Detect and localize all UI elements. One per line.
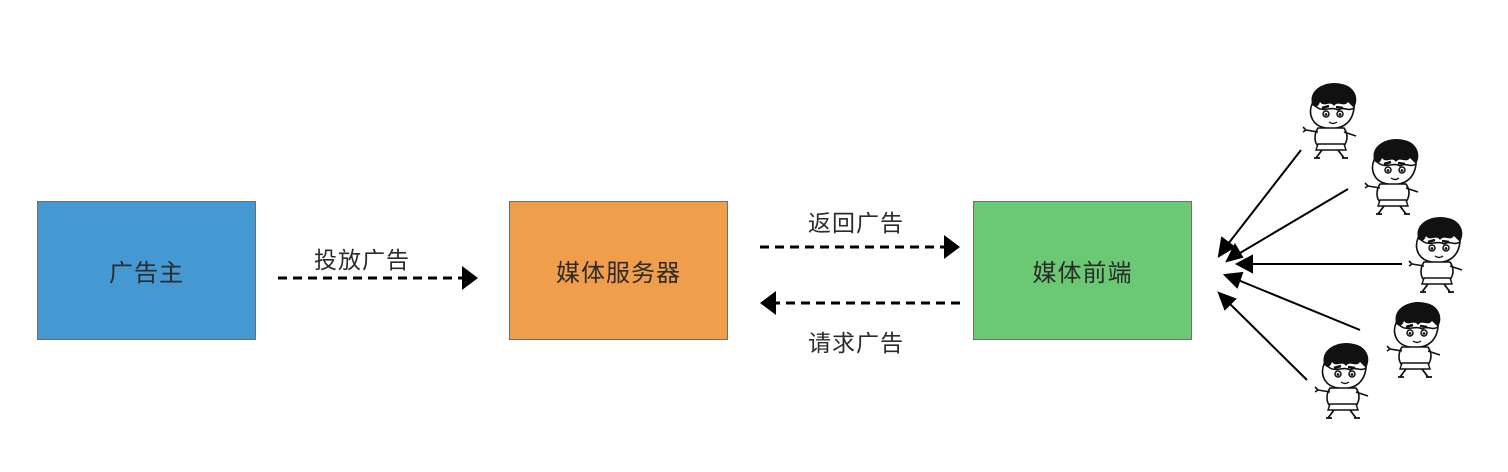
return-ad-arrow [760, 235, 960, 259]
cartoon-boy-running-icon [1301, 81, 1358, 160]
advertiser-node: 广告主 [37, 201, 256, 340]
user-arrow-1 [1217, 149, 1302, 258]
user-figure-5 [1313, 341, 1370, 420]
return-ad-label: 返回广告 [808, 211, 904, 237]
media-frontend-node: 媒体前端 [973, 201, 1192, 340]
request-ad-arrow [760, 291, 960, 315]
user-figure-1 [1301, 81, 1358, 160]
cartoon-boy-running-icon [1313, 341, 1370, 420]
user-arrow-5 [1217, 291, 1308, 381]
cartoon-boy-running-icon [1385, 300, 1442, 379]
request-ad-label: 请求广告 [808, 331, 904, 357]
media-server-node: 媒体服务器 [509, 201, 728, 340]
deliver-ad-label: 投放广告 [314, 248, 410, 274]
cartoon-boy-running-icon [1407, 215, 1464, 294]
user-arrow-2 [1225, 188, 1349, 263]
deliver-ad-arrow [278, 266, 478, 290]
user-request-arrows [1217, 149, 1402, 381]
cartoon-boy-running-icon [1363, 137, 1420, 216]
media-server-label: 媒体服务器 [556, 259, 681, 287]
advertiser-label: 广告主 [109, 259, 184, 287]
media-frontend-label: 媒体前端 [1032, 259, 1133, 287]
user-figure-3 [1407, 215, 1464, 294]
user-figure-4 [1385, 300, 1442, 379]
user-arrow-3 [1234, 254, 1402, 274]
user-figure-2 [1363, 137, 1420, 216]
user-arrow-4 [1222, 271, 1361, 331]
